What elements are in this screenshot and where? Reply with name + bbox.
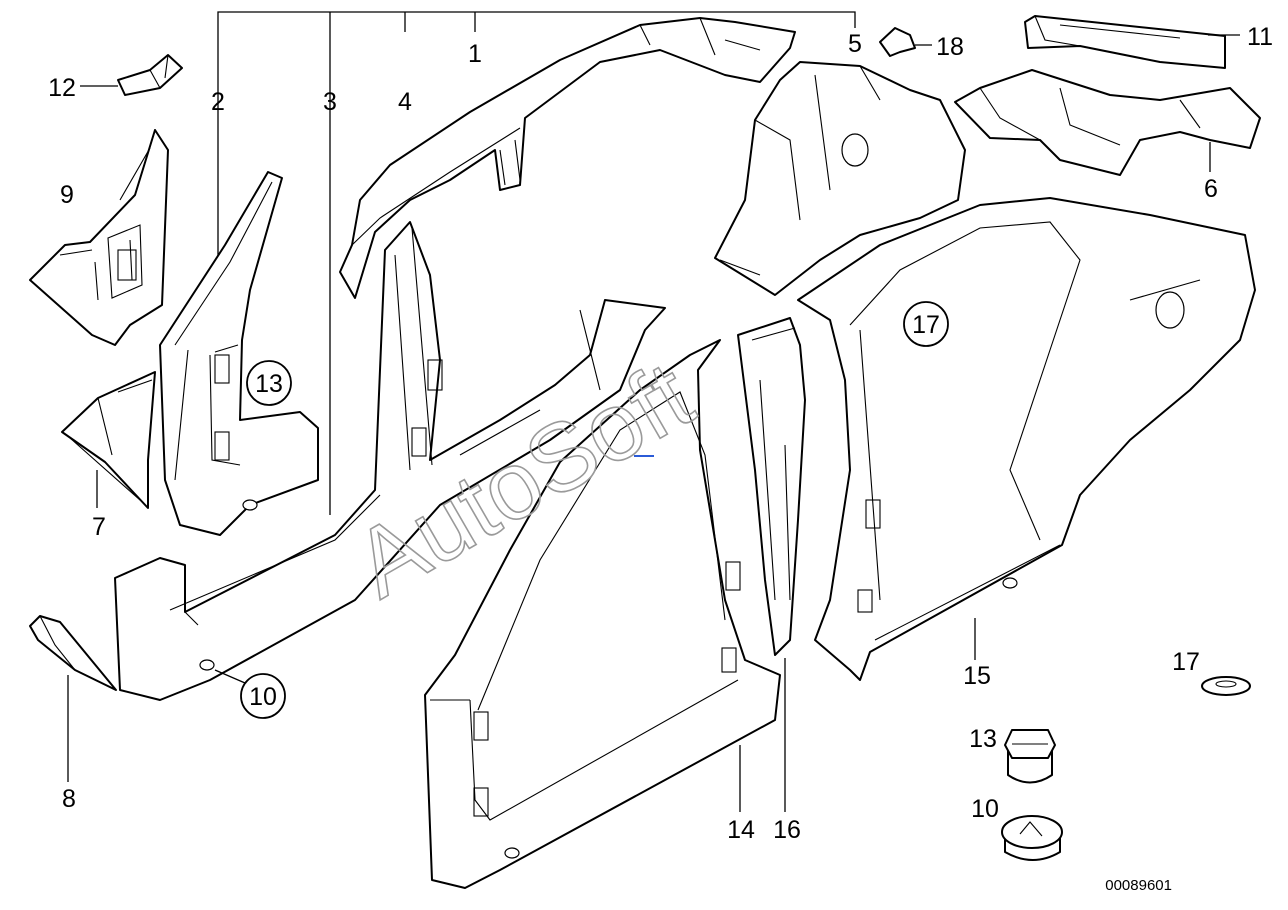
callout-3[interactable]: 3 bbox=[323, 88, 337, 116]
callout-10-part[interactable]: 10 bbox=[971, 795, 999, 823]
part-11-rail[interactable] bbox=[1024, 15, 1240, 69]
svg-text:17: 17 bbox=[912, 311, 940, 339]
part-17-grommet[interactable] bbox=[1201, 676, 1251, 696]
part-5-wheel-arch-inner[interactable] bbox=[714, 61, 966, 296]
callout-16[interactable]: 16 bbox=[773, 816, 801, 844]
part-2-a-pillar[interactable] bbox=[159, 171, 319, 536]
leader-10 bbox=[214, 669, 246, 684]
svg-text:10: 10 bbox=[249, 683, 277, 711]
callout-18[interactable]: 18 bbox=[936, 33, 964, 61]
callout-12[interactable]: 12 bbox=[48, 74, 76, 102]
part-14-front-side-frame[interactable] bbox=[424, 339, 781, 889]
part-7-gusset[interactable] bbox=[61, 371, 156, 509]
part-10-cap[interactable] bbox=[1001, 815, 1063, 861]
part-18-clip[interactable] bbox=[879, 27, 932, 57]
callout-1[interactable]: 1 bbox=[468, 40, 482, 68]
group-bracket bbox=[217, 11, 856, 515]
callout-14[interactable]: 14 bbox=[727, 816, 755, 844]
callout-17-part[interactable]: 17 bbox=[1172, 648, 1200, 676]
part-9-inner-panel[interactable] bbox=[29, 129, 169, 346]
part-3-sill-a-pillar[interactable] bbox=[114, 221, 666, 701]
part-16-b-pillar-inner[interactable] bbox=[737, 317, 806, 812]
callout-6[interactable]: 6 bbox=[1204, 175, 1218, 203]
part-6-floor-reinforcement[interactable] bbox=[954, 69, 1261, 176]
part-1-roof-rail[interactable] bbox=[339, 17, 796, 299]
callout-10-circle[interactable]: 10 bbox=[240, 673, 286, 719]
part-8-bracket[interactable] bbox=[29, 615, 117, 782]
callout-4[interactable]: 4 bbox=[398, 88, 412, 116]
callout-7[interactable]: 7 bbox=[92, 513, 106, 541]
callout-8[interactable]: 8 bbox=[62, 785, 76, 813]
part-15-rear-side-frame[interactable] bbox=[797, 197, 1256, 681]
callout-15[interactable]: 15 bbox=[963, 662, 991, 690]
part-13-plug[interactable] bbox=[1004, 729, 1056, 784]
diagram-code: 00089601 bbox=[1105, 877, 1172, 894]
callout-9[interactable]: 9 bbox=[60, 181, 74, 209]
callout-13-part[interactable]: 13 bbox=[969, 725, 997, 753]
callout-2[interactable]: 2 bbox=[211, 88, 225, 116]
callout-11[interactable]: 11 bbox=[1247, 23, 1273, 51]
callout-17-circle[interactable]: 17 bbox=[903, 301, 949, 347]
svg-text:13: 13 bbox=[255, 370, 283, 398]
callout-5[interactable]: 5 bbox=[848, 30, 862, 58]
part-12-bracket[interactable] bbox=[80, 54, 183, 96]
callout-13-circle[interactable]: 13 bbox=[246, 360, 292, 406]
